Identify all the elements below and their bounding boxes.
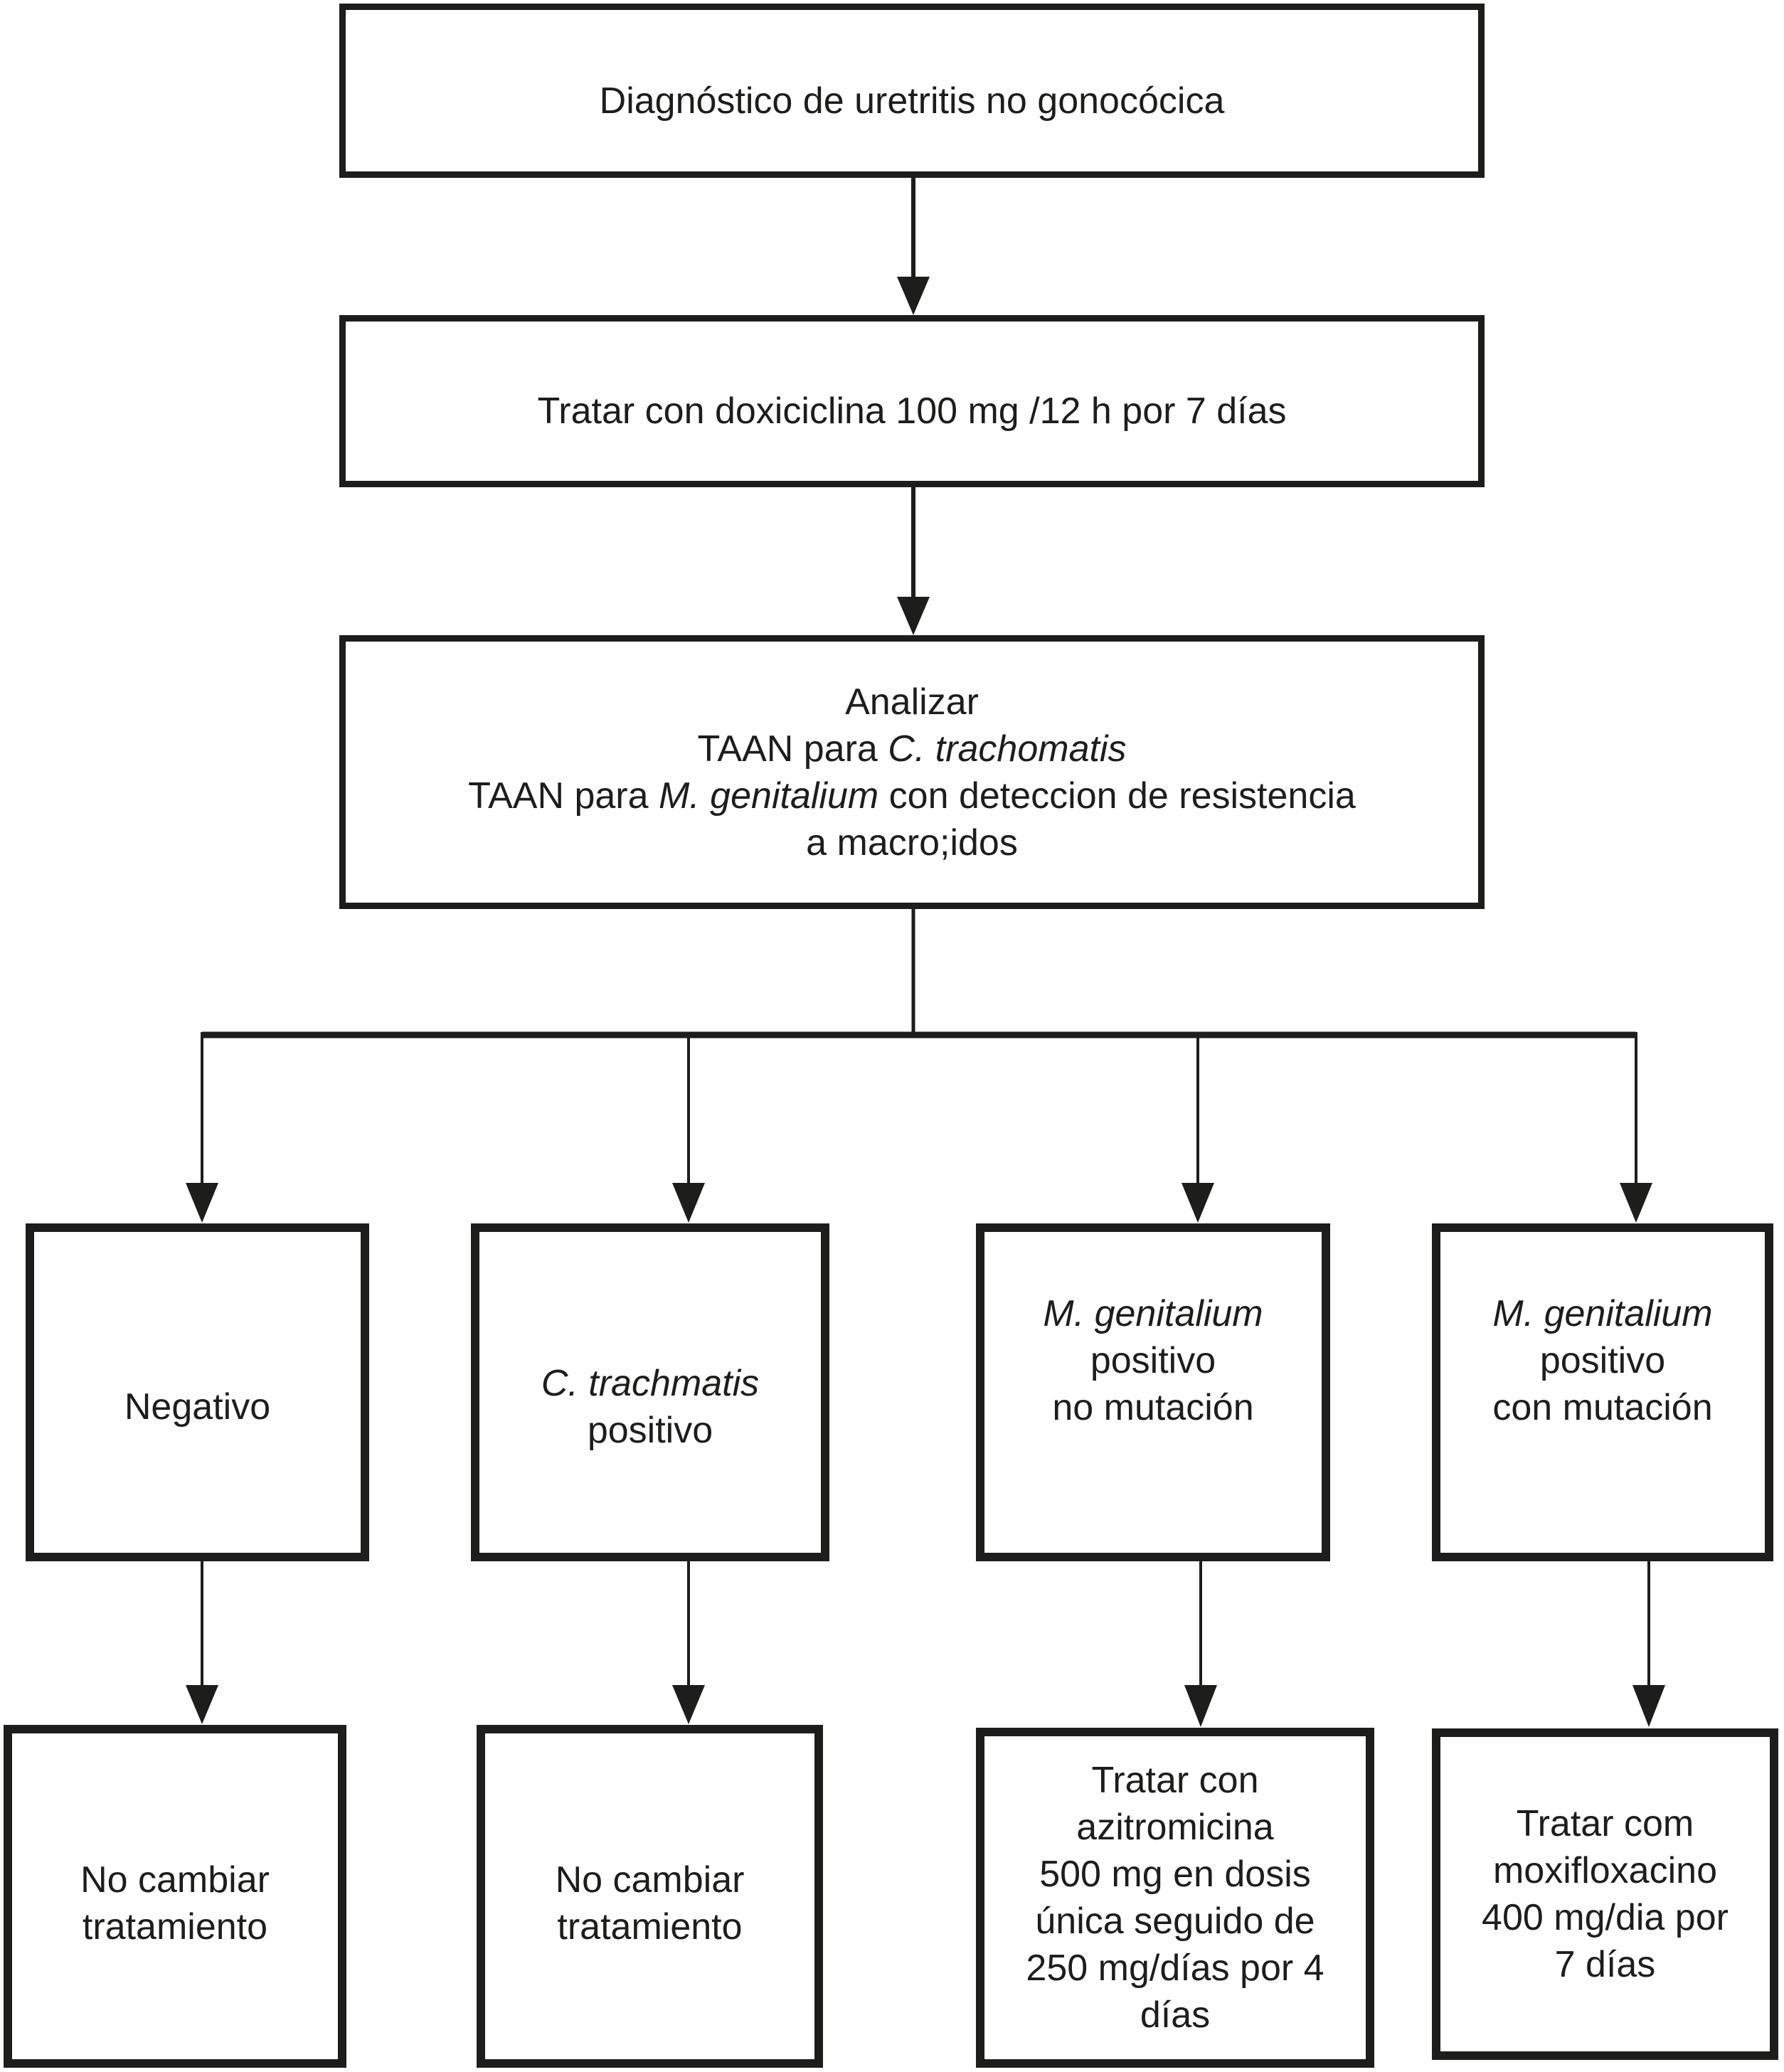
node-result-negative: Negativo (26, 1223, 369, 1561)
arrowhead-diagnosis-doxycycline (897, 277, 930, 315)
node-result-ct-positive: C. trachmatis positivo (471, 1223, 829, 1561)
arrowhead-doxycycline-analyze (897, 597, 930, 635)
node-mg-no-mutation-text: M. genitalium positivo no mutación (1043, 1292, 1263, 1428)
arrowhead-mg-moxifloxacin (1632, 1685, 1665, 1727)
node-diagnosis: Diagnóstico de uretritis no gonocócica (339, 4, 1485, 178)
node-no-change-mid-text: No cambiar tratamiento (555, 1859, 745, 1948)
arrowhead-branch-negative (186, 1183, 218, 1223)
node-treatment-doxycycline: Tratar con doxiciclina 100 mg /12 h por … (339, 315, 1485, 487)
arrowhead-branch-mg-no-mutation (1182, 1183, 1214, 1223)
node-outcome-azithromycin: Tratar con azitromicina 500 mg en dosis … (976, 1728, 1374, 2068)
node-doxycycline-text: Tratar con doxiciclina 100 mg /12 h por … (537, 391, 1287, 432)
node-outcome-moxifloxacin: Tratar com moxifloxacino 400 mg/dia por … (1432, 1728, 1778, 2060)
node-ct-positive-text: C. trachmatis positivo (541, 1362, 760, 1451)
arrowhead-mg-azithromycin (1184, 1685, 1217, 1727)
node-mg-mutation-text: M. genitalium positivo con mutación (1492, 1292, 1713, 1428)
arrowhead-ct-no-change (672, 1685, 705, 1724)
node-outcome-no-change-left: No cambiar tratamiento (4, 1725, 346, 2068)
node-negative-text: Negativo (124, 1386, 271, 1428)
node-azithromycin-text: Tratar con azitromicina 500 mg en dosis … (1026, 1760, 1324, 2036)
node-analyze: Analizar TAAN para C. trachomatis TAAN p… (339, 635, 1485, 909)
arrowhead-negative-no-change (186, 1685, 218, 1724)
arrowhead-branch-mg-mutation (1620, 1183, 1652, 1223)
node-moxifloxacin-text: Tratar com moxifloxacino 400 mg/dia por … (1482, 1803, 1729, 1985)
node-no-change-left-text: No cambiar tratamiento (80, 1859, 270, 1948)
arrowhead-branch-ct-positive (672, 1183, 705, 1223)
node-diagnosis-text: Diagnóstico de uretritis no gonocócica (599, 80, 1225, 122)
node-result-mg-positive-no-mutation: M. genitalium positivo no mutación (976, 1223, 1330, 1561)
node-outcome-no-change-mid: No cambiar tratamiento (477, 1725, 823, 2068)
node-analyze-text: Analizar TAAN para C. trachomatis TAAN p… (468, 681, 1356, 864)
node-result-mg-positive-mutation: M. genitalium positivo con mutación (1432, 1223, 1773, 1561)
